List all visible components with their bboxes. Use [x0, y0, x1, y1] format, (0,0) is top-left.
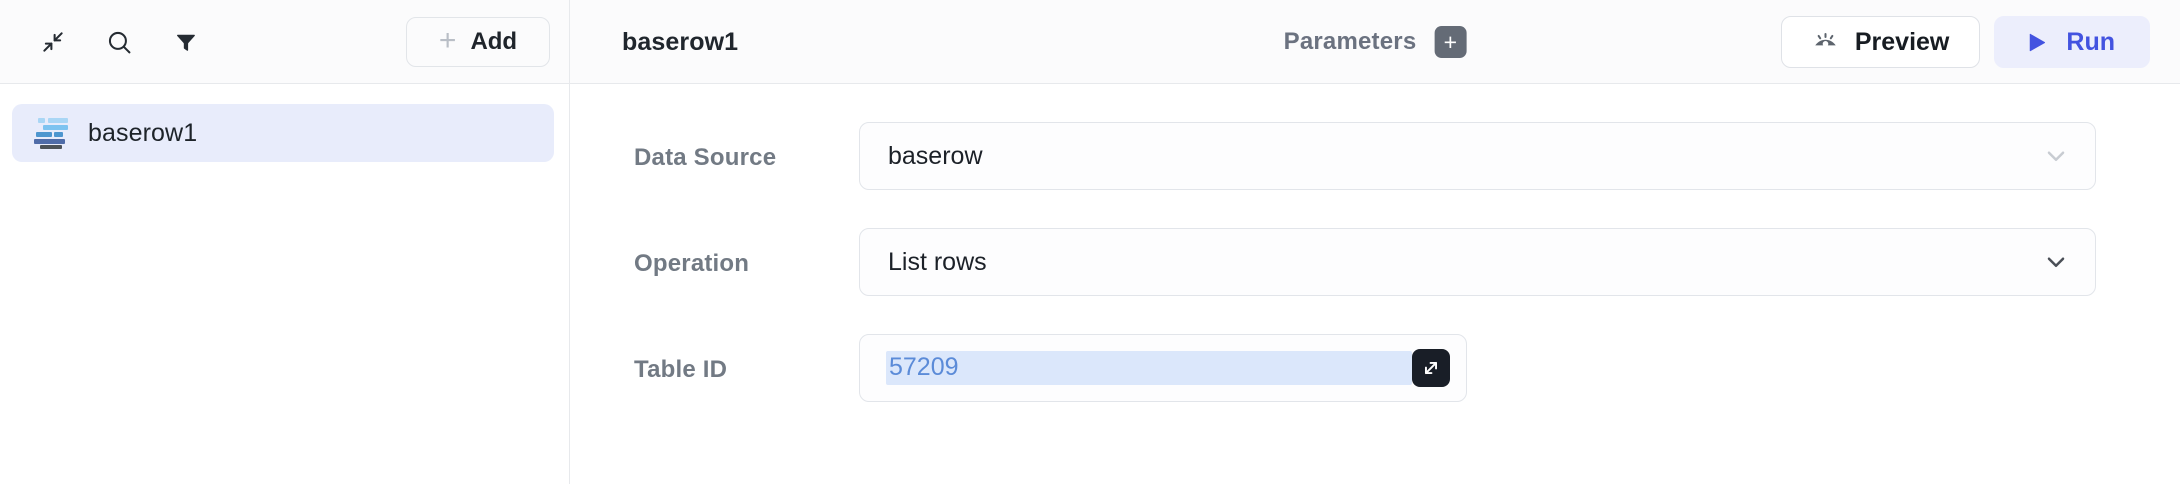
parameters-panel: Data Source baserow Operation List rows: [570, 84, 2180, 484]
baserow-logo-icon: [34, 118, 68, 149]
collapse-arrows-icon-button[interactable]: [30, 19, 76, 65]
top-bar: + Add baserow1 Parameters +: [0, 0, 2180, 84]
field-control-data-source: baserow: [859, 122, 2096, 190]
operation-select[interactable]: List rows: [859, 228, 2096, 296]
field-label-operation: Operation: [634, 250, 750, 277]
preview-button-label: Preview: [1854, 27, 1950, 56]
operation-value: List rows: [888, 247, 987, 276]
filter-icon: [176, 34, 195, 51]
data-source-value: baserow: [888, 141, 983, 170]
field-control-operation: List rows: [859, 228, 2096, 296]
sidebar-item-baserow1[interactable]: baserow1: [12, 104, 554, 162]
table-id-value: 57209: [886, 351, 1412, 385]
search-icon-button[interactable]: [96, 19, 142, 65]
play-icon: [2030, 33, 2046, 51]
expand-diagonal-icon: [1424, 361, 1438, 375]
run-button[interactable]: Run: [1994, 16, 2150, 68]
top-bar-left-toolbar: + Add: [0, 0, 570, 84]
search-icon: [108, 31, 130, 53]
run-button-label: Run: [2066, 27, 2115, 56]
field-label-table-id: Table ID: [634, 356, 728, 383]
top-bar-actions: Preview Run: [1780, 16, 2150, 68]
parameters-label: Parameters: [1283, 28, 1417, 55]
expand-editor-button[interactable]: [1412, 349, 1450, 387]
page-title: baserow1: [622, 27, 739, 56]
add-button[interactable]: + Add: [406, 17, 550, 67]
field-operation: Operation List rows: [570, 228, 2180, 296]
preview-button[interactable]: Preview: [1780, 16, 1981, 68]
table-id-input[interactable]: 57209: [859, 334, 1467, 402]
add-parameter-button[interactable]: +: [1434, 26, 1467, 58]
sidebar-item-label: baserow1: [88, 118, 198, 147]
sidebar: baserow1: [0, 84, 570, 484]
field-data-source: Data Source baserow: [570, 122, 2180, 190]
field-table-id: Table ID 57209: [570, 334, 2180, 402]
eye-icon: [1815, 32, 1836, 47]
field-control-table-id: 57209: [859, 334, 2096, 402]
collapse-arrows-icon: [43, 32, 63, 52]
data-source-select[interactable]: baserow: [859, 122, 2096, 190]
chevron-down-icon: [2047, 151, 2065, 162]
add-button-label: Add: [470, 28, 518, 55]
filter-icon-button[interactable]: [162, 19, 208, 65]
body: baserow1 Data Source baserow Op: [0, 84, 2180, 484]
top-bar-right: baserow1 Parameters + Preview: [570, 0, 2180, 84]
chevron-down-icon: [2047, 257, 2065, 268]
field-label-data-source: Data Source: [634, 144, 777, 171]
parameters-group: Parameters +: [1284, 26, 1467, 58]
plus-icon: +: [438, 24, 457, 57]
